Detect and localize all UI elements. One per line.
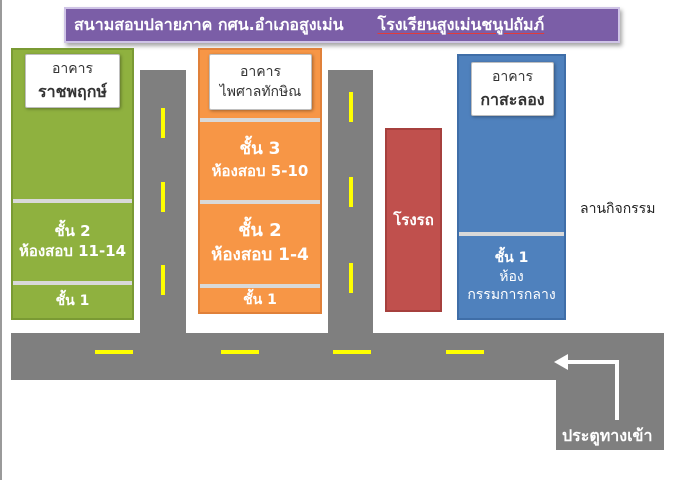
map-title-banner: สนามสอบปลายภาค กศน.อำเภอสูงเม่น โรงเรียน… (64, 7, 620, 43)
road-entrance-vertical (556, 333, 664, 450)
exam-rooms: ห้องสอบ 11-14 (18, 242, 127, 260)
floor-number: ชั้น 1 (243, 291, 277, 308)
floor-number: ชั้น 1 (55, 293, 90, 310)
lane-marking (161, 182, 165, 212)
building-label: อาคาร (239, 63, 281, 80)
central-committee-room-line2: กรรมการกลาง (467, 287, 556, 304)
building-kasalong: อาคาร กาสะลอง ชั้น 1 ห้อง กรรมการกลาง (457, 54, 566, 320)
lane-marking (349, 177, 353, 207)
school-name: โรงเรียนสูงเม่นชนูปถัมภ์ (377, 14, 545, 34)
lane-marking (161, 265, 165, 295)
lane-marking (161, 108, 165, 138)
floor-1-section: ชั้น 1 ห้อง กรรมการกลาง (459, 236, 564, 318)
lane-marking (349, 92, 353, 122)
floor-number: ชั้น 1 (494, 249, 529, 266)
floor-divider (13, 281, 132, 285)
entrance-gate-label: ประตูทางเข้า (562, 426, 653, 445)
road-main-horizontal (11, 333, 664, 380)
exam-site-title: สนามสอบปลายภาค กศน.อำเภอสูงเม่น (74, 14, 344, 34)
building-name: ไพศาลทักษิณ (219, 84, 302, 100)
floor-number: ชั้น 3 (239, 139, 281, 160)
lane-marking (221, 350, 259, 354)
building-name: กาสะลอง (480, 89, 545, 109)
floor-1-section: ชั้น 1 (13, 285, 132, 318)
floor-divider (200, 118, 320, 122)
building-garage: โรงรถ (385, 128, 442, 312)
building-label: อาคาร (491, 69, 533, 86)
lane-marking (446, 350, 484, 354)
floor-2-section: ชั้น 2 ห้องสอบ 11-14 (13, 203, 132, 279)
floor-divider (200, 200, 320, 204)
page-edge (0, 0, 2, 480)
exam-rooms: ห้องสอบ 1-4 (211, 244, 309, 265)
floor-divider (459, 232, 564, 236)
floor-number: ชั้น 2 (54, 221, 91, 240)
garage-label: โรงรถ (393, 210, 434, 229)
building-name: ราชพฤกษ์ (38, 81, 107, 101)
lane-marking (333, 350, 371, 354)
floor-1-section: ชั้น 1 (200, 288, 320, 312)
arrow-left-turn-icon (554, 354, 619, 420)
central-committee-room-line1: ห้อง (499, 268, 524, 285)
floor-divider (13, 199, 132, 203)
building-name-box: อาคาร ไพศาลทักษิณ (209, 54, 312, 110)
building-name-box: อาคาร กาสะลอง (471, 62, 554, 116)
floor-divider (200, 284, 320, 288)
building-label: อาคาร (51, 61, 93, 78)
activity-ground-label: ลานกิจกรรม (580, 201, 656, 217)
floor-3-section: ชั้น 3 ห้องสอบ 5-10 (200, 122, 320, 198)
floor-number: ชั้น 2 (238, 220, 282, 242)
lane-marking (349, 263, 353, 293)
building-ratchaphruek: อาคาร ราชพฤกษ์ ชั้น 2 ห้องสอบ 11-14 ชั้น… (11, 48, 134, 320)
exam-rooms: ห้องสอบ 5-10 (211, 162, 309, 181)
floor-2-section: ชั้น 2 ห้องสอบ 1-4 (200, 204, 320, 282)
lane-marking (95, 350, 133, 354)
building-name-box: อาคาร ราชพฤกษ์ (25, 54, 120, 108)
building-phaisan-thaksin: อาคาร ไพศาลทักษิณ ชั้น 3 ห้องสอบ 5-10 ชั… (198, 48, 322, 314)
